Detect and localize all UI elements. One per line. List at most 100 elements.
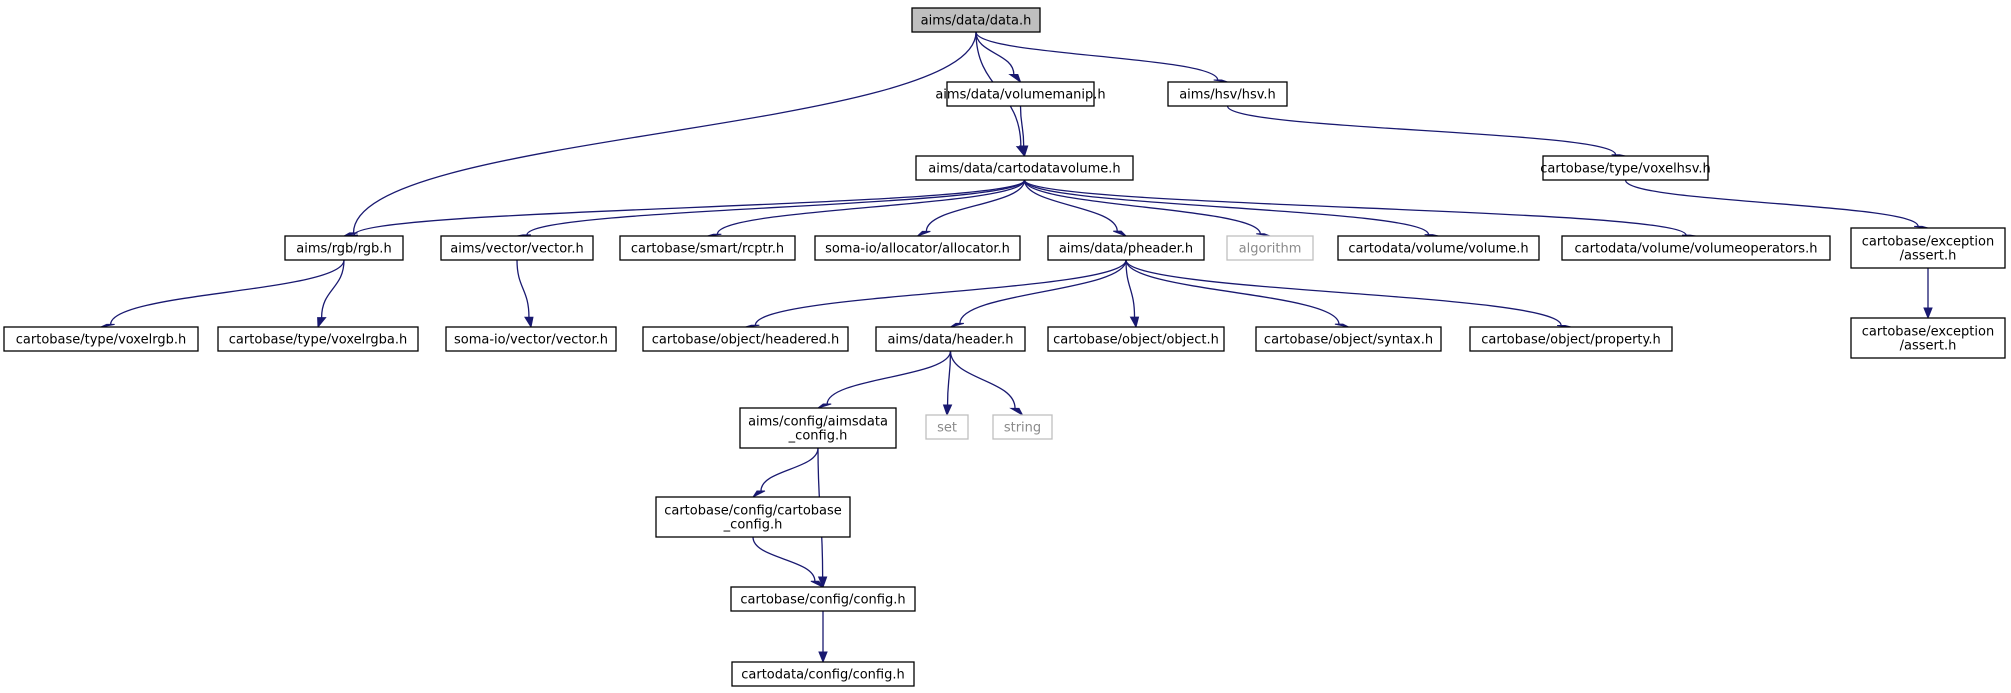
node-box xyxy=(1047,326,1225,352)
edge-data_h-to-volumemanip xyxy=(975,31,1022,84)
edge-pheader-to-object xyxy=(1125,259,1140,329)
edge-line xyxy=(826,350,952,405)
node-rgb[interactable]: aims/rgb/rgb.h xyxy=(284,235,404,261)
node-algorithm[interactable]: algorithm xyxy=(1226,235,1314,261)
edge-line xyxy=(1019,105,1025,147)
node-box xyxy=(731,661,915,687)
arrowhead-icon xyxy=(917,230,931,237)
arrowhead-icon xyxy=(942,404,953,417)
edge-line xyxy=(949,350,1016,409)
edge-cartodatavolume-to-aimsvector xyxy=(516,179,1026,237)
arrowhead-icon xyxy=(1557,325,1572,328)
node-volumeoperators[interactable]: cartodata/volume/volumeoperators.h xyxy=(1561,235,1831,261)
node-cartodatavolume[interactable]: aims/data/cartodatavolume.h xyxy=(915,155,1134,181)
node-config[interactable]: cartobase/config/config.h xyxy=(730,586,916,612)
node-label: /assert.h xyxy=(1900,339,1957,354)
node-hsv[interactable]: aims/hsv/hsv.h xyxy=(1167,81,1288,107)
node-box xyxy=(642,326,849,352)
node-box xyxy=(1850,317,2006,359)
node-volume[interactable]: cartodata/volume/volume.h xyxy=(1337,235,1540,261)
node-label: aims/rgb/rgb.h xyxy=(296,242,391,257)
node-box xyxy=(1469,326,1673,352)
node-box xyxy=(1542,155,1709,181)
node-box xyxy=(440,235,594,261)
edge-line xyxy=(1125,259,1340,325)
edge-line xyxy=(959,259,1127,324)
node-object[interactable]: cartobase/object/object.h xyxy=(1047,326,1225,352)
arrowhead-icon xyxy=(1129,316,1140,329)
edge-rgb-to-voxelrgb xyxy=(100,259,345,328)
node-box xyxy=(814,235,1021,261)
node-box xyxy=(875,326,1026,352)
edge-line xyxy=(1023,179,1687,236)
node-label: aims/data/volumemanip.h xyxy=(935,88,1105,103)
edge-line xyxy=(975,31,1219,81)
node-property[interactable]: cartobase/object/property.h xyxy=(1469,326,1673,352)
node-syntax[interactable]: cartobase/object/syntax.h xyxy=(1255,326,1442,352)
node-box xyxy=(1047,235,1205,261)
node-headered[interactable]: cartobase/object/headered.h xyxy=(642,326,849,352)
edge-cartodatavolume-to-pheader xyxy=(1023,179,1127,237)
node-volumemanip[interactable]: aims/data/volumemanip.h xyxy=(935,81,1106,107)
node-cartodata-config[interactable]: cartodata/config/config.h xyxy=(731,661,915,687)
node-data-h: aims/data/data.h xyxy=(911,7,1041,33)
node-cartobase-config[interactable]: cartobase/config/cartobase_config.h xyxy=(655,496,851,538)
arrowhead-icon xyxy=(1334,323,1349,328)
arrowhead-icon xyxy=(707,233,722,237)
arrowhead-icon xyxy=(1009,407,1024,417)
edge-cartodatavolume-to-allocator xyxy=(917,179,1026,237)
node-box xyxy=(925,414,969,440)
edge-line xyxy=(752,536,816,582)
node-box xyxy=(217,326,419,352)
node-header[interactable]: aims/data/header.h xyxy=(875,326,1026,352)
node-pheader[interactable]: aims/data/pheader.h xyxy=(1047,235,1205,261)
node-voxelrgb[interactable]: cartobase/type/voxelrgb.h xyxy=(3,326,199,352)
edges-layer xyxy=(100,31,1933,664)
node-label: cartobase/object/syntax.h xyxy=(1264,333,1433,348)
node-label: cartobase/config/cartobase xyxy=(664,504,842,519)
node-label: cartodata/volume/volume.h xyxy=(1348,242,1528,257)
edge-line xyxy=(754,259,1127,326)
node-string[interactable]: string xyxy=(992,414,1053,440)
node-aimsdata-config[interactable]: aims/config/aimsdata_config.h xyxy=(739,407,897,449)
node-aimsvector[interactable]: aims/vector/vector.h xyxy=(440,235,594,261)
arrowhead-icon xyxy=(1008,74,1022,84)
node-label: soma-io/vector/vector.h xyxy=(454,333,608,348)
node-label: cartobase/type/voxelrgb.h xyxy=(16,333,186,348)
edge-line xyxy=(526,179,1026,236)
edge-line xyxy=(320,259,345,318)
edge-data_h-to-rgb xyxy=(343,31,977,237)
node-voxelhsv[interactable]: cartobase/type/voxelhsv.h xyxy=(1540,155,1711,181)
arrowhead-icon xyxy=(950,322,964,328)
node-label: aims/hsv/hsv.h xyxy=(1179,88,1276,103)
node-allocator[interactable]: soma-io/allocator/allocator.h xyxy=(814,235,1021,261)
edge-config-to-cartodata_config xyxy=(818,610,828,664)
node-label: cartobase/exception xyxy=(1862,235,1994,250)
node-voxelrgba[interactable]: cartobase/type/voxelrgba.h xyxy=(217,326,419,352)
node-assert1[interactable]: cartobase/exception/assert.h xyxy=(1850,227,2006,269)
node-set[interactable]: set xyxy=(925,414,969,440)
edge-cartobase_config-to-config xyxy=(752,536,825,589)
node-box xyxy=(992,414,1053,440)
edge-header-to-set xyxy=(942,350,953,417)
node-box xyxy=(730,586,916,612)
edge-assert1-to-assert2 xyxy=(1923,268,1933,320)
edge-hsv-to-voxelhsv xyxy=(1226,105,1626,157)
node-assert2[interactable]: cartobase/exception/assert.h xyxy=(1850,317,2006,359)
edge-voxelhsv-to-assert1 xyxy=(1624,179,1929,229)
node-somavector[interactable]: soma-io/vector/vector.h xyxy=(445,326,617,352)
edge-line xyxy=(925,179,1026,232)
node-label: aims/data/pheader.h xyxy=(1059,242,1193,257)
node-label: _config.h xyxy=(788,429,848,444)
node-label: soma-io/allocator/allocator.h xyxy=(825,242,1010,257)
edge-line xyxy=(352,31,977,233)
edge-line xyxy=(1125,259,1562,326)
node-label: cartobase/object/headered.h xyxy=(652,333,839,348)
arrowhead-icon xyxy=(745,324,760,328)
node-rcptr[interactable]: cartobase/smart/rcptr.h xyxy=(619,235,796,261)
edge-pheader-to-headered xyxy=(745,259,1127,328)
node-label: set xyxy=(937,421,957,436)
node-label: cartobase/exception xyxy=(1862,325,1994,340)
node-box xyxy=(3,326,199,352)
